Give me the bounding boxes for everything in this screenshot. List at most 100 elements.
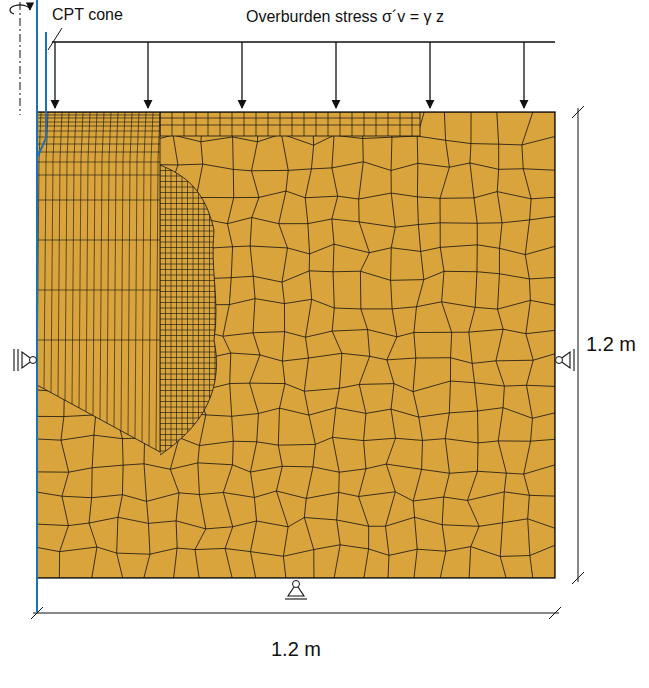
mesh-line <box>155 401 225 402</box>
mesh-line <box>198 160 199 460</box>
mesh-line <box>37 131 160 132</box>
soil-domain <box>37 112 555 578</box>
mesh-line <box>155 368 225 369</box>
mesh-line <box>160 118 420 119</box>
dimension-label: 1.2 m <box>271 638 321 660</box>
mesh-line <box>37 545 555 557</box>
mesh-line <box>155 192 225 193</box>
mesh-line <box>196 112 197 136</box>
mesh-line <box>467 112 479 578</box>
mesh-line <box>244 112 245 136</box>
mesh-line <box>208 112 209 136</box>
mesh-line <box>328 112 329 136</box>
mesh-line <box>160 165 216 455</box>
mesh-line <box>155 181 225 182</box>
mesh-line <box>386 112 397 578</box>
mesh-line <box>220 112 221 136</box>
mesh-line <box>155 214 225 215</box>
mesh-line <box>155 418 225 419</box>
mesh-line <box>37 340 160 341</box>
mesh-line <box>37 463 555 474</box>
mesh-line <box>155 209 225 210</box>
mesh-line <box>37 240 160 241</box>
mesh-line <box>388 112 389 136</box>
mesh-line <box>37 517 555 529</box>
mesh-line <box>232 112 233 136</box>
mesh-line <box>135 112 139 438</box>
mesh-line <box>121 112 125 431</box>
mesh-line <box>155 236 225 237</box>
load-line <box>52 41 555 42</box>
mesh-line <box>44 112 48 389</box>
mesh-line <box>86 112 90 412</box>
support-pin <box>556 357 563 364</box>
fine-zone <box>155 160 225 460</box>
mesh-line <box>37 137 160 138</box>
mesh-line <box>155 357 225 358</box>
mesh-line <box>155 313 225 314</box>
mesh-line <box>304 112 315 578</box>
mesh-line <box>400 112 401 136</box>
mesh-line <box>155 198 225 199</box>
mesh-line <box>155 374 225 375</box>
mesh-line <box>37 162 160 163</box>
mesh-line <box>215 160 216 460</box>
mesh-line <box>204 160 205 460</box>
mesh-line <box>155 434 225 435</box>
dimension-line <box>33 613 559 614</box>
mesh-line <box>93 112 97 416</box>
load-arrow <box>54 42 55 108</box>
cone-axis-line <box>36 0 38 612</box>
mesh-line <box>155 176 225 177</box>
mesh-line <box>155 225 225 226</box>
mesh-line <box>156 112 160 450</box>
mesh-line <box>65 112 69 400</box>
mesh-line <box>107 112 111 423</box>
support-pin <box>30 357 37 364</box>
mesh-line <box>155 324 225 325</box>
mesh-line <box>376 112 377 136</box>
mesh-line <box>72 112 76 404</box>
mesh-line <box>155 445 225 446</box>
load-arrow <box>147 42 148 108</box>
mesh-line <box>155 170 225 171</box>
support-pin <box>293 581 300 588</box>
mesh-line <box>171 160 172 460</box>
load-arrow <box>523 42 524 108</box>
mesh-line <box>155 423 225 424</box>
mesh-line <box>292 112 293 136</box>
mesh-line <box>155 319 225 320</box>
mesh-line <box>155 302 225 303</box>
mesh-line <box>79 112 83 408</box>
mesh-line <box>220 160 221 460</box>
mesh-line <box>155 330 225 331</box>
mesh-line <box>51 112 55 393</box>
mesh-line <box>364 112 365 136</box>
mesh-line <box>37 118 160 119</box>
mesh-line <box>128 112 132 435</box>
mesh-line <box>280 112 281 136</box>
mesh-line <box>182 160 183 460</box>
mesh-line <box>304 112 305 136</box>
mesh-line <box>37 290 160 291</box>
mesh-line <box>155 275 225 276</box>
mesh-line <box>155 187 225 188</box>
mesh-line <box>352 112 353 136</box>
mesh-line <box>184 112 185 136</box>
mesh-line <box>37 122 160 123</box>
mesh-line <box>155 379 225 380</box>
mesh-line <box>256 112 257 136</box>
mesh-line <box>165 160 166 460</box>
mesh-line <box>155 231 225 232</box>
symmetry-axis <box>20 2 21 115</box>
mesh-line <box>276 112 288 578</box>
mesh-line <box>223 112 234 578</box>
dimension-line <box>31 607 43 619</box>
mesh-line <box>155 396 225 397</box>
mesh-line <box>37 144 160 145</box>
mesh-line <box>359 112 370 578</box>
mesh-line <box>250 112 260 578</box>
mesh-line <box>440 112 452 578</box>
mesh-line <box>155 258 225 259</box>
